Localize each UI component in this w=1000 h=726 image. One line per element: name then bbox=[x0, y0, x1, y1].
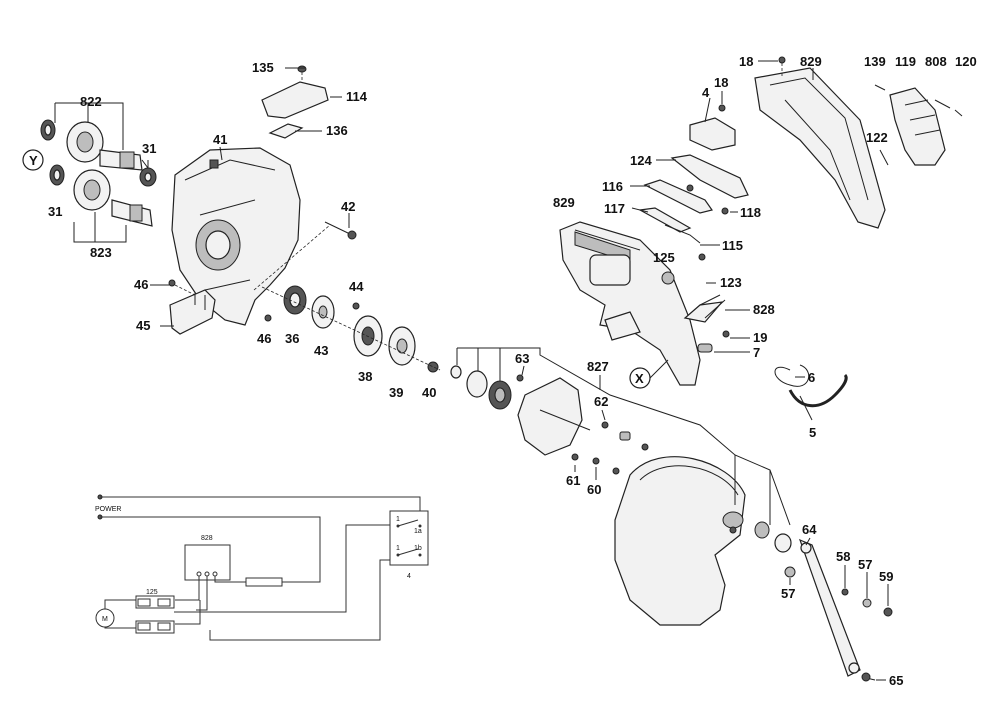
callout-39: 39 bbox=[389, 385, 403, 400]
wiring-switch-1b: 1b bbox=[414, 545, 422, 552]
wiring-diagram bbox=[95, 494, 429, 641]
callout-X: X bbox=[635, 371, 644, 386]
callout-labels: 822 31 Y 31 823 41 135 114 136 42 46 45 … bbox=[29, 54, 977, 688]
callout-119: 119 bbox=[895, 54, 916, 69]
callout-117: 117 bbox=[604, 201, 625, 216]
callout-63: 63 bbox=[515, 351, 529, 366]
callout-116: 116 bbox=[602, 179, 623, 194]
callout-115: 115 bbox=[722, 238, 743, 253]
callout-123: 123 bbox=[720, 275, 742, 290]
motor-housing-829 bbox=[559, 221, 730, 389]
callout-59: 59 bbox=[879, 569, 893, 584]
callout-823: 823 bbox=[90, 245, 112, 260]
callout-124: 124 bbox=[630, 153, 652, 168]
callout-45: 45 bbox=[136, 318, 150, 333]
callout-18: 18 bbox=[714, 75, 728, 90]
callout-46: 46 bbox=[134, 277, 148, 292]
callout-41: 41 bbox=[213, 132, 227, 147]
wiring-828-label: 828 bbox=[201, 535, 213, 542]
screw-42 bbox=[324, 221, 357, 240]
callout-65: 65 bbox=[889, 673, 903, 688]
callout-136: 136 bbox=[326, 123, 348, 138]
wiring-switch-1: 1 bbox=[396, 545, 400, 552]
callout-38: 38 bbox=[358, 369, 372, 384]
wiring-125-label: 125 bbox=[146, 589, 158, 596]
callout-60: 60 bbox=[587, 482, 601, 497]
callout-57: 57 bbox=[858, 557, 872, 572]
callout-46: 46 bbox=[257, 331, 271, 346]
wiring-power-label: POWER bbox=[95, 506, 121, 513]
callout-57: 57 bbox=[781, 586, 795, 601]
callout-135: 135 bbox=[252, 60, 274, 75]
callout-829: 829 bbox=[553, 195, 575, 210]
flange-stack bbox=[261, 285, 441, 373]
callout-31: 31 bbox=[48, 204, 62, 219]
callout-120: 120 bbox=[955, 54, 977, 69]
wiring-switch-id: 4 bbox=[407, 573, 411, 580]
callout-6: 6 bbox=[808, 370, 815, 385]
callout-58: 58 bbox=[836, 549, 850, 564]
callout-43: 43 bbox=[314, 343, 328, 358]
callout-828: 828 bbox=[753, 302, 775, 317]
callout-125: 125 bbox=[653, 250, 675, 265]
callout-36: 36 bbox=[285, 331, 299, 346]
callout-18: 18 bbox=[739, 54, 753, 69]
lower-guard-parts bbox=[450, 347, 791, 526]
callout-40: 40 bbox=[422, 385, 436, 400]
callout-64: 64 bbox=[802, 522, 817, 537]
callout-118: 118 bbox=[740, 205, 761, 220]
callout-829: 829 bbox=[800, 54, 822, 69]
callout-122: 122 bbox=[866, 130, 888, 145]
wiring-switch-1a: 1a bbox=[414, 528, 422, 535]
callout-139: 139 bbox=[864, 54, 886, 69]
armature-assembly bbox=[22, 102, 157, 243]
lower-blade-guard bbox=[614, 455, 792, 626]
handle-assembly bbox=[638, 56, 963, 244]
callout-19: 19 bbox=[753, 330, 767, 345]
link-arm bbox=[784, 538, 893, 682]
wiring-switch-1: 1 bbox=[396, 516, 400, 523]
wiring-motor-label: M bbox=[102, 616, 108, 623]
callout-822: 822 bbox=[80, 94, 102, 109]
callout-114: 114 bbox=[346, 89, 368, 104]
callout-827: 827 bbox=[587, 359, 609, 374]
callout-Y: Y bbox=[29, 153, 38, 168]
callout-808: 808 bbox=[925, 54, 947, 69]
callout-62: 62 bbox=[594, 394, 608, 409]
callout-5: 5 bbox=[809, 425, 816, 440]
callout-31: 31 bbox=[142, 141, 156, 156]
bracket-45 bbox=[168, 279, 272, 335]
callout-44: 44 bbox=[349, 279, 364, 294]
upper-blade-guard bbox=[171, 147, 331, 326]
callout-61: 61 bbox=[566, 473, 580, 488]
callout-7: 7 bbox=[753, 345, 760, 360]
power-cord bbox=[774, 364, 848, 408]
handle-cover bbox=[261, 65, 329, 139]
leader-lines bbox=[141, 60, 889, 681]
callout-4: 4 bbox=[702, 85, 710, 100]
callout-42: 42 bbox=[341, 199, 355, 214]
